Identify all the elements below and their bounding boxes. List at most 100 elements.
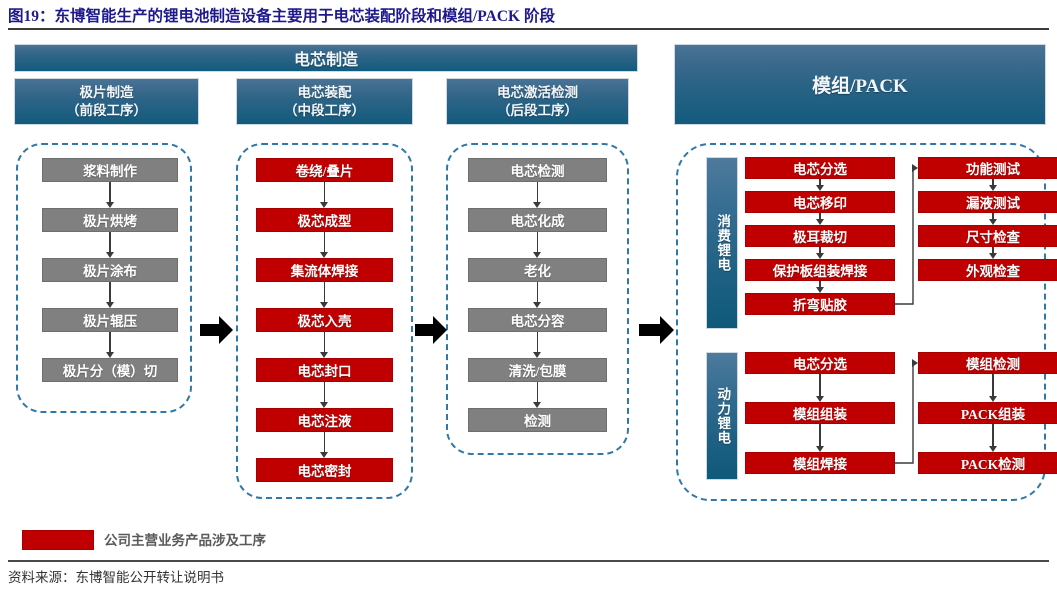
pack-power-right-connector-2	[992, 424, 994, 447]
footer-divider	[8, 560, 1049, 562]
stage1-step-connector-2-arrowhead-icon	[105, 252, 114, 258]
stage2-step-6: 电芯注液	[256, 408, 393, 432]
stage3-step-4: 电芯分容	[468, 308, 607, 332]
header-stage-3-line2: （后段工序）	[497, 102, 578, 118]
pack-consumer-left-1: 电芯分选	[745, 157, 895, 179]
pack-consumer-left-connector-4	[819, 281, 821, 288]
stage2-step-connector-5	[323, 382, 326, 403]
stage3-step-3: 老化	[468, 258, 607, 282]
header-stage-1: 极片制造 （前段工序）	[14, 78, 199, 125]
stage2-step-connector-1	[323, 182, 326, 203]
pack-consumer-left-connector-1-arrowhead-icon	[815, 185, 824, 191]
pack-power-left-connector-1-arrowhead-icon	[815, 396, 824, 402]
panel-stage-2	[236, 143, 413, 499]
stage3-step-2: 电芯化成	[468, 208, 607, 232]
pack-power-left-2: 模组组装	[745, 402, 895, 424]
legend-label: 公司主营业务产品涉及工序	[104, 533, 266, 548]
source-note: 资料来源：东博智能公开转让说明书	[8, 570, 224, 585]
pack-consumer-right-3: 尺寸检查	[918, 225, 1057, 247]
stage2-step-connector-3-arrowhead-icon	[320, 302, 328, 308]
stage-arrow-3-icon	[639, 316, 674, 344]
stage3-step-connector-4	[536, 332, 539, 353]
stage2-step-connector-3	[323, 282, 326, 303]
stage1-step-4: 极片辊压	[42, 308, 178, 332]
pack-consumer-right-1: 功能测试	[918, 157, 1057, 179]
pack-consumer-left-connector-4-arrowhead-icon	[815, 287, 824, 293]
pack-power-right-3: PACK检测	[918, 452, 1057, 474]
pack-consumer-right-4: 外观检查	[918, 259, 1057, 281]
pack-consumer-elbow-arrowhead-icon	[912, 164, 918, 172]
stage2-step-3: 集流体焊接	[256, 258, 393, 282]
stage3-step-connector-2	[536, 232, 539, 253]
panel-stage-1	[16, 143, 192, 413]
stage2-step-connector-1-arrowhead-icon	[320, 202, 328, 208]
pack-power-right-connector-1	[992, 374, 994, 397]
stage3-step-6: 检测	[468, 408, 607, 432]
stage2-step-4: 极芯入壳	[256, 308, 393, 332]
pack-consumer-elbow-connector	[895, 164, 918, 305]
pack-group-label-text-consumer: 消费锂电	[715, 214, 731, 272]
pack-consumer-right-connector-1	[992, 179, 994, 186]
stage2-step-connector-2	[323, 232, 326, 253]
pack-consumer-left-5: 折弯贴胶	[745, 293, 895, 315]
stage2-step-5: 电芯封口	[256, 358, 393, 382]
pack-group-label-power: 动力锂电	[706, 352, 738, 480]
pack-power-right-1: 模组检测	[918, 352, 1057, 374]
pack-consumer-left-connector-2-arrowhead-icon	[815, 219, 824, 225]
stage2-step-2: 极芯成型	[256, 208, 393, 232]
stage1-step-connector-3	[109, 282, 111, 303]
header-stage-2: 电芯装配 （中段工序）	[236, 78, 413, 125]
stage2-step-connector-4-arrowhead-icon	[320, 352, 328, 358]
stage2-step-7: 电芯密封	[256, 458, 393, 482]
stage1-step-1: 浆料制作	[42, 158, 178, 182]
pack-consumer-left-connector-2	[819, 213, 821, 220]
header-cell-manufacturing: 电芯制造	[14, 44, 638, 72]
title-divider	[8, 28, 1049, 30]
stage3-step-connector-1-arrowhead-icon	[533, 202, 541, 208]
stage-arrow-2-icon	[415, 316, 447, 344]
header-stage-3-line1: 电芯激活检测	[497, 85, 578, 101]
stage3-step-connector-5-arrowhead-icon	[533, 402, 541, 408]
page-title: 图19：东博智能生产的锂电池制造设备主要用于电芯装配阶段和模组/PACK 阶段	[8, 8, 555, 25]
stage3-step-connector-4-arrowhead-icon	[533, 352, 541, 358]
stage1-step-3: 极片涂布	[42, 258, 178, 282]
header-stage-2-line2: （中段工序）	[284, 102, 365, 118]
stage1-step-connector-3-arrowhead-icon	[105, 302, 114, 308]
stage1-step-5: 极片分（模）切	[42, 358, 178, 382]
panel-stage-3	[446, 143, 629, 455]
pack-consumer-right-connector-2-arrowhead-icon	[988, 219, 997, 225]
pack-consumer-left-3: 极耳裁切	[745, 225, 895, 247]
pack-group-label-text-power: 动力锂电	[715, 387, 731, 445]
pack-power-left-connector-2-arrowhead-icon	[815, 446, 824, 452]
pack-consumer-left-connector-1	[819, 179, 821, 186]
pack-consumer-right-connector-3-arrowhead-icon	[988, 253, 997, 259]
legend-swatch	[22, 530, 94, 550]
stage3-step-5: 清洗/包膜	[468, 358, 607, 382]
stage1-step-connector-2	[109, 232, 111, 253]
pack-power-left-connector-2	[819, 424, 821, 447]
stage3-step-connector-2-arrowhead-icon	[533, 252, 541, 258]
stage1-step-connector-4	[109, 332, 111, 353]
stage1-step-connector-4-arrowhead-icon	[105, 352, 114, 358]
pack-power-left-1: 电芯分选	[745, 352, 895, 374]
pack-consumer-left-4: 保护板组装焊接	[745, 259, 895, 281]
stage2-step-connector-2-arrowhead-icon	[320, 252, 328, 258]
pack-consumer-right-connector-1-arrowhead-icon	[988, 185, 997, 191]
pack-power-left-connector-1	[819, 374, 821, 397]
header-stage-2-line1: 电芯装配	[297, 85, 352, 101]
stage2-step-connector-6-arrowhead-icon	[320, 452, 328, 458]
header-stage-1-line1: 极片制造	[79, 85, 134, 101]
pack-power-right-2: PACK组装	[918, 402, 1057, 424]
header-stage-1-line2: （前段工序）	[66, 102, 147, 118]
stage3-step-1: 电芯检测	[468, 158, 607, 182]
pack-consumer-left-2: 电芯移印	[745, 191, 895, 213]
stage3-step-connector-3-arrowhead-icon	[533, 302, 541, 308]
stage2-step-connector-5-arrowhead-icon	[320, 402, 328, 408]
panel-module-pack	[676, 143, 1046, 501]
stage2-step-connector-4	[323, 332, 326, 353]
stage2-step-1: 卷绕/叠片	[256, 158, 393, 182]
pack-consumer-left-connector-3-arrowhead-icon	[815, 253, 824, 259]
pack-group-label-consumer: 消费锂电	[706, 157, 738, 329]
pack-power-right-connector-2-arrowhead-icon	[988, 446, 997, 452]
